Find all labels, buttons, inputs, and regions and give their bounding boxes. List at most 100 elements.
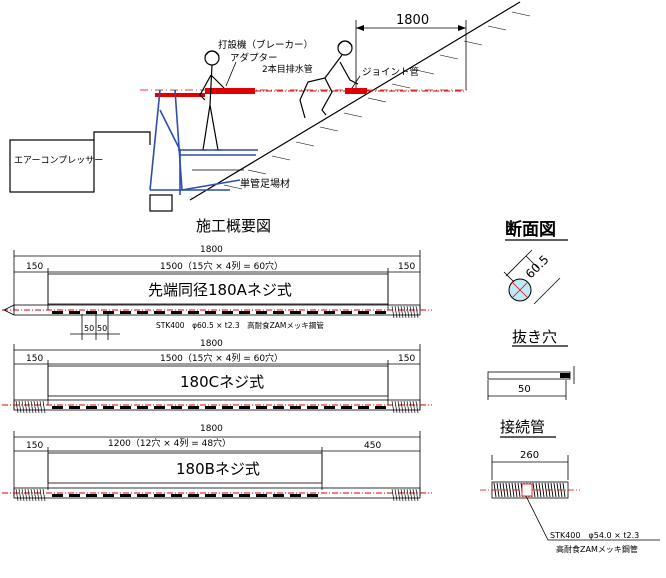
slot: [307, 406, 318, 409]
thread: [397, 305, 401, 319]
overview-title: 施工概要図: [196, 217, 271, 235]
slot: [120, 406, 131, 409]
thread: [406, 305, 410, 319]
thread: [39, 488, 43, 502]
slot: [290, 311, 301, 314]
joint-spec-2: 高耐食ZAMメッキ鋼管: [556, 544, 638, 554]
thread: [24, 488, 28, 502]
dim-arrow-right: [458, 25, 466, 31]
pipe1-right-dim: 150: [398, 262, 415, 272]
thread: [403, 305, 407, 319]
slot: [171, 406, 182, 409]
breaker-head: [205, 88, 255, 94]
pipe-drawing-1: 1800 150 1500（15穴 × 4列 = 60穴） 150 先端同径18…: [2, 245, 432, 340]
label-joint-pipe: ジョイント管: [362, 66, 419, 78]
pipe1-spec: STK400 φ60.5 × t2.3 高耐食ZAMメッキ鋼管: [156, 320, 324, 330]
thread: [30, 488, 34, 502]
slot: [256, 406, 267, 409]
pipe1-spacing-a: 50: [84, 324, 94, 333]
thread: [15, 488, 19, 502]
cross-section-title: 断面図: [505, 219, 556, 240]
scaffold: [149, 89, 258, 195]
thread: [412, 488, 416, 502]
slot: [69, 406, 80, 409]
hole-length: 50: [518, 384, 531, 395]
thread: [412, 400, 416, 414]
slot: [358, 311, 369, 314]
thread: [33, 488, 37, 502]
slot: [86, 311, 97, 314]
joint-title: 接続管: [500, 418, 545, 436]
slot: [188, 494, 199, 497]
thread: [27, 488, 31, 502]
slot: [205, 311, 216, 314]
slot: [205, 406, 216, 409]
leader-joint: [351, 75, 361, 89]
leader-adapter: [225, 61, 237, 87]
thread: [415, 400, 419, 414]
slot: [154, 494, 165, 497]
thread: [36, 400, 40, 414]
base-block: [149, 194, 173, 212]
thread: [24, 400, 28, 414]
thread: [409, 488, 413, 502]
pipe1-total-dim: 1800: [200, 245, 223, 255]
pipe3-total-dim: 1800: [200, 424, 223, 434]
pipe3-left-dim: 150: [26, 441, 43, 451]
slot: [171, 494, 182, 497]
thread: [27, 400, 31, 414]
slot: [120, 494, 131, 497]
thread: [391, 400, 395, 414]
pipe1-left-dim: 150: [26, 262, 43, 272]
slot: [103, 406, 114, 409]
pipe1-slots: [52, 305, 419, 319]
pipe3-name: 180Bネジ式: [176, 460, 260, 478]
dim-top-label: 1800: [396, 13, 429, 28]
slot: [290, 406, 301, 409]
slot: [137, 311, 148, 314]
slot: [154, 406, 165, 409]
cross-section-detail: 60.5: [503, 249, 561, 305]
slot: [290, 494, 301, 497]
joint-leader: [525, 495, 660, 541]
thread: [39, 400, 43, 414]
slot: [120, 311, 131, 314]
thread: [391, 305, 395, 319]
thread: [409, 400, 413, 414]
thread: [394, 488, 398, 502]
slot: [205, 494, 216, 497]
slot: [188, 406, 199, 409]
slot: [69, 311, 80, 314]
hole-detail: 抜き穴 50: [487, 328, 575, 400]
pipe2-total-dim: 1800: [200, 339, 223, 349]
thread: [562, 482, 566, 498]
thread: [532, 482, 536, 498]
slot: [239, 406, 250, 409]
slot: [358, 406, 369, 409]
slot: [137, 406, 148, 409]
pipe3-middle-dim: 1200（12穴 × 4列 = 48穴）: [108, 437, 231, 449]
slot: [307, 494, 318, 497]
thread: [394, 305, 398, 319]
slope-line: [189, 1, 521, 201]
pipe2-middle-dim: 1500（15穴 × 4列 = 60穴）: [160, 352, 283, 364]
thread: [394, 400, 398, 414]
pipe2-name-box: [47, 365, 389, 397]
thread: [403, 488, 407, 502]
slot: [273, 311, 284, 314]
thread: [496, 482, 500, 498]
thread: [400, 488, 404, 502]
slot: [171, 311, 182, 314]
label-second-pipe: 2本目排水管: [262, 63, 313, 75]
thread: [406, 400, 410, 414]
thread: [415, 488, 419, 502]
slope-hatching: [223, 11, 531, 190]
pipe1-tip: [3, 304, 15, 316]
installation-illustration: 1800 打設機（ブレーカー） アダプター 2本目排水管 ジョイント管: [9, 1, 531, 212]
pipe1-name: 先端同径180Aネジ式: [148, 281, 292, 299]
slot: [239, 494, 250, 497]
thread: [18, 488, 22, 502]
pipe3-slots: [15, 488, 419, 502]
slot: [52, 311, 63, 314]
label-scaffold: 単管足場材: [240, 177, 290, 190]
